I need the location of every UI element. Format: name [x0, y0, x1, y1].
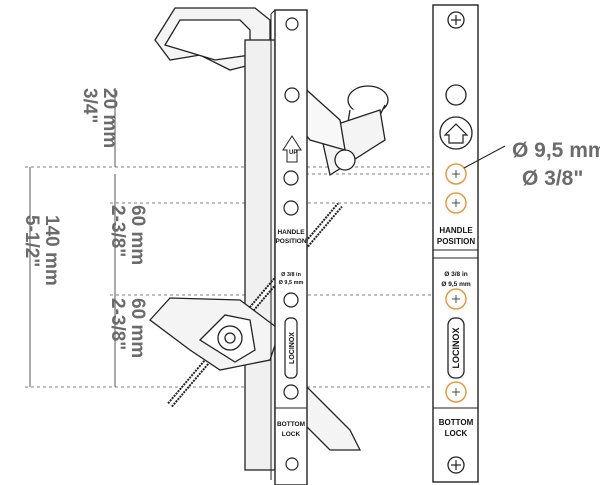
- bottom-lock-3d-line1: BOTTOM: [277, 421, 305, 428]
- handle-position-line2: POSITION: [437, 237, 475, 246]
- hole-spec-in: Ø 3/8 in: [444, 271, 468, 278]
- lock-slot: [447, 317, 465, 379]
- gate-lock-mechanism-illustration: [149, 7, 389, 471]
- dimension-guides: [25, 166, 445, 388]
- callout-diameter-in: Ø 3/8": [522, 167, 583, 190]
- handle-hole-upper: [445, 163, 467, 185]
- up-arrow-label: UP: [289, 150, 297, 156]
- dim-mid2-in: 2-3/8": [107, 298, 128, 350]
- bottom-lock-line1: BOTTOM: [439, 418, 474, 427]
- hole-spec-3d-in: Ø 3/8 in: [281, 272, 302, 278]
- hole-spec-mm: Ø 9,5 mm: [441, 281, 470, 288]
- front-plate-3d: UP HANDLE POSITION Ø 3/8 in Ø 9,5 mm LOC…: [270, 9, 308, 485]
- dim-top-in: 3/4": [79, 88, 100, 123]
- handle-label-3d-line2: POSITION: [275, 238, 306, 245]
- bottom-lock-3d-line2: LOCK: [282, 431, 301, 438]
- handle-position-line1: HANDLE: [439, 226, 473, 235]
- lock-hole-lower: [445, 381, 467, 403]
- dim-mid1-mm: 60 mm: [127, 205, 148, 265]
- dim-total-mm: 140 mm: [41, 215, 62, 286]
- dim-total-in: 5-1/2": [21, 215, 42, 267]
- dim-mid2-mm: 60 mm: [127, 298, 148, 358]
- dimension-lines: [29, 88, 116, 387]
- brand-flat: LOCINOX: [451, 327, 461, 368]
- bottom-lock-line2: LOCK: [445, 429, 468, 438]
- dim-top-mm: 20 mm: [99, 88, 120, 148]
- hole-spec-3d-mm: Ø 9,5 mm: [279, 280, 304, 286]
- lock-hole-upper: [445, 288, 467, 310]
- callout-diameter-mm: Ø 9,5 mm: [512, 139, 600, 162]
- handle-label-3d-line1: HANDLE: [277, 229, 305, 236]
- callout-leader: [463, 145, 506, 169]
- brand-3d: LOCINOX: [289, 332, 296, 364]
- handle-hole-lower: [445, 192, 467, 214]
- dim-mid1-in: 2-3/8": [107, 205, 128, 257]
- front-plate-flat: HANDLE POSITION Ø 3/8 in Ø 9,5 mm LOCINO…: [432, 4, 479, 483]
